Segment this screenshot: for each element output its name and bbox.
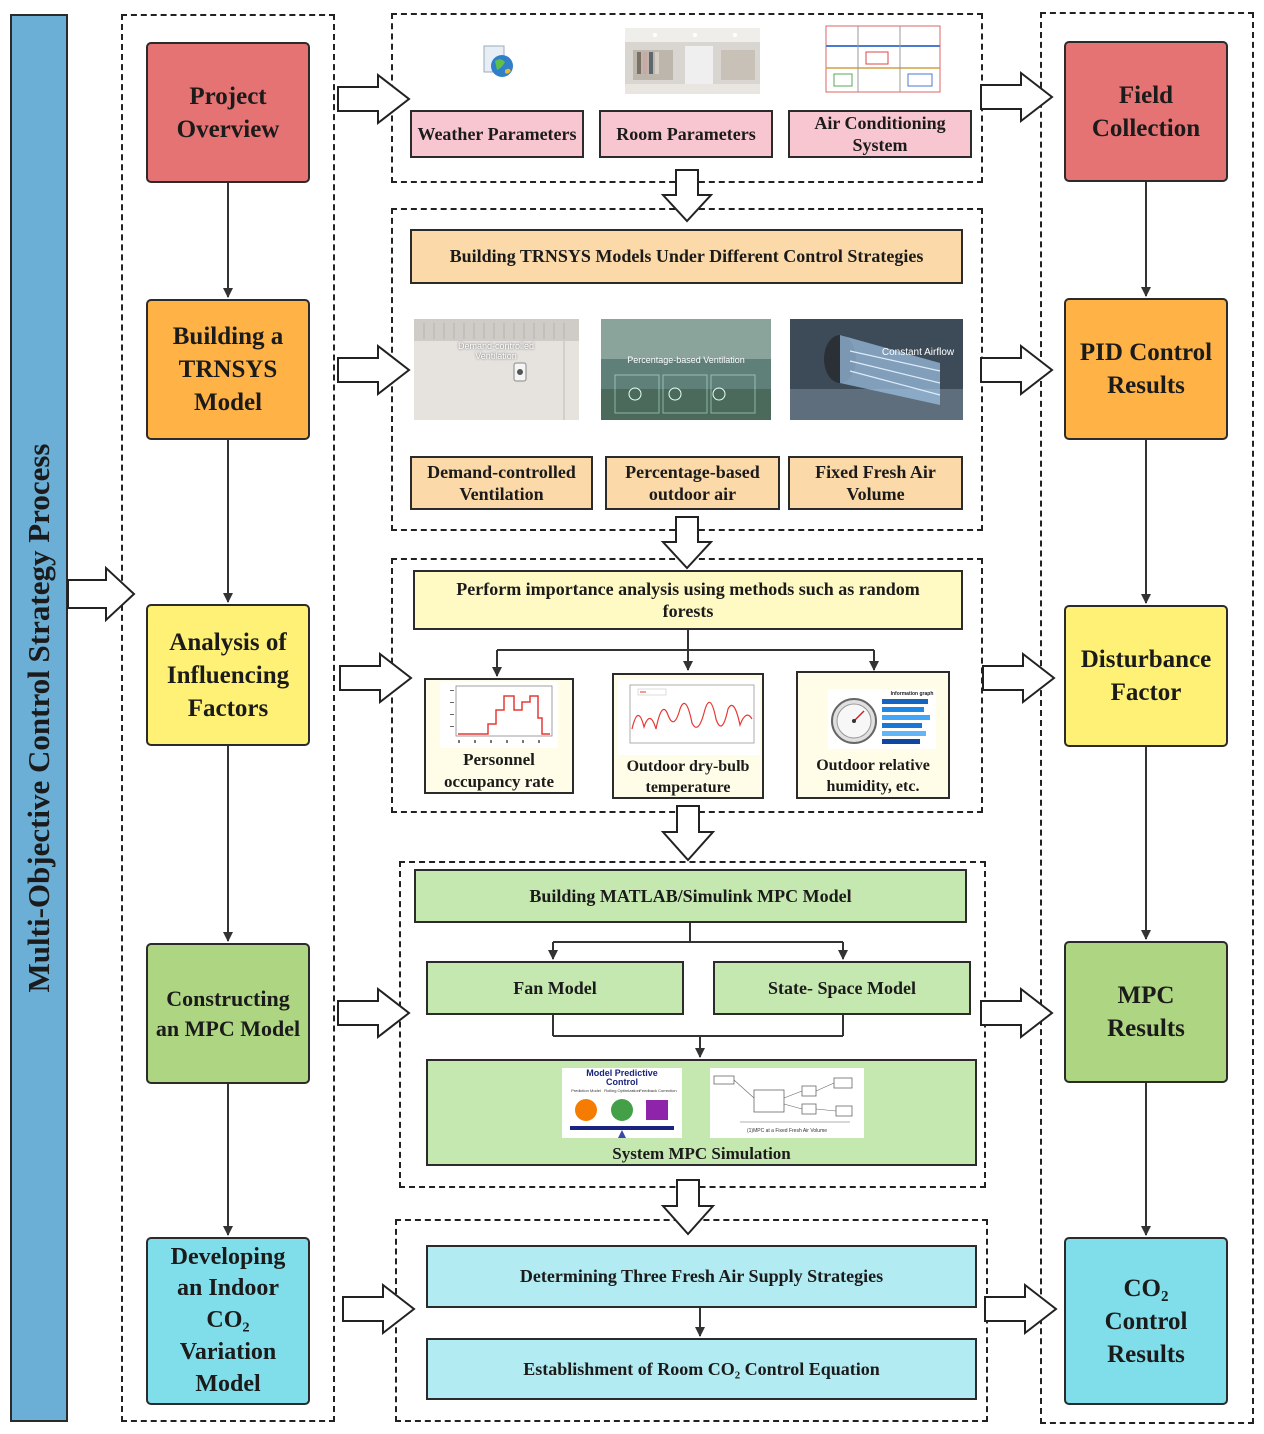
fixed-fresh-air-box: Fixed Fresh Air Volume <box>788 456 963 510</box>
system-mpc-simulation-label: System MPC Simulation <box>612 1143 791 1163</box>
humidity-label: Outdoor relative humidity, etc. <box>816 757 930 795</box>
disturbance-factor-box: Disturbance Factor <box>1064 605 1228 747</box>
side-bar: Multi-Objective Control Strategy Process <box>10 14 68 1422</box>
humidity-card: Information graph Outdoor relative humid… <box>796 671 950 799</box>
percentage-ventilation-photo: Percentage-based Ventilation <box>601 319 771 420</box>
matlab-mpc-box: Building MATLAB/Simulink MPC Model <box>414 869 967 923</box>
percentage-photo-caption: Percentage-based Ventilation <box>627 355 745 365</box>
constant-airflow-photo: Constant Airflow <box>790 319 963 420</box>
co2-results-box: CO₂ Control Results <box>1064 1237 1228 1405</box>
hollow-arrows-down <box>660 169 716 1236</box>
hollow-arrows-right <box>67 70 1058 1336</box>
section4-branch-lines <box>548 923 848 1058</box>
mpc-item-rolling: Rolling Optimization <box>604 1088 640 1093</box>
left-column-container <box>121 14 335 1422</box>
mpc-item-prediction: Prediction Model <box>571 1088 601 1093</box>
humidity-chart-title: Information graph <box>890 691 934 697</box>
state-space-model-box: State- Space Model <box>713 961 971 1015</box>
project-overview-box: Project Overview <box>146 42 310 183</box>
percentage-based-box: Percentage-based outdoor air <box>605 456 780 510</box>
fresh-air-strategies-box: Determining Three Fresh Air Supply Strat… <box>426 1245 977 1308</box>
simulink-caption: (1)MPC at a Fixed Fresh Air Volume <box>746 1128 828 1134</box>
building-trnsys-box: Building a TRNSYS Model <box>146 299 310 440</box>
importance-analysis-box: Perform importance analysis using method… <box>413 570 963 630</box>
occupancy-label: Personnel occupancy rate <box>443 749 554 791</box>
drybulb-label: Outdoor dry-bulb temperature <box>626 758 750 796</box>
co2-equation-box: Establishment of Room CO₂ Control Equati… <box>426 1338 977 1400</box>
room-parameters-box: Room Parameters <box>599 110 773 158</box>
mpc-graphic: Model Predictive Control Prediction Mode… <box>562 1068 682 1138</box>
ac-system-drawing <box>822 22 944 96</box>
humidity-gauge-graphic <box>828 689 936 749</box>
demand-controlled-box: Demand-controlled Ventilation <box>410 456 593 510</box>
drybulb-card: Outdoor dry-bulb temperature <box>612 673 764 799</box>
mpc-graphic-title: Model Predictive Control <box>586 1068 658 1087</box>
constant-photo-caption: Constant Airflow <box>881 347 955 358</box>
right-column-container <box>1040 12 1254 1424</box>
constructing-mpc-box: Constructing an MPC Model <box>146 943 310 1084</box>
mpc-results-box: MPC Results <box>1064 941 1228 1083</box>
trnsys-header-box: Building TRNSYS Models Under Different C… <box>410 229 963 284</box>
weather-parameters-box: Weather Parameters <box>410 110 584 158</box>
simulink-diagram: (1)MPC at a Fixed Fresh Air Volume <box>710 1068 864 1138</box>
mpc-item-feedback: Feedback Correction <box>639 1088 677 1093</box>
occupancy-card: Personnel occupancy rate <box>424 678 574 794</box>
analysis-factors-box: Analysis of Influencing Factors <box>146 604 310 746</box>
occupancy-step-chart <box>440 682 558 748</box>
air-conditioning-box: Air Conditioning System <box>788 110 972 158</box>
pid-results-box: PID Control Results <box>1064 298 1228 440</box>
room-photo <box>625 28 760 94</box>
demand-ventilation-photo: Demand-controlled Ventilation <box>414 319 579 420</box>
mpc-simulation-box: Model Predictive Control Prediction Mode… <box>426 1059 977 1166</box>
demand-photo-caption: Demand-controlled Ventilation <box>457 341 535 361</box>
developing-co2-box: Developing an Indoor CO₂ Variation Model <box>146 1237 310 1405</box>
section3-branch-lines <box>492 630 879 677</box>
drybulb-line-chart <box>618 679 760 755</box>
fan-model-box: Fan Model <box>426 961 684 1015</box>
weather-globe-image <box>478 44 518 80</box>
field-collection-box: Field Collection <box>1064 41 1228 182</box>
